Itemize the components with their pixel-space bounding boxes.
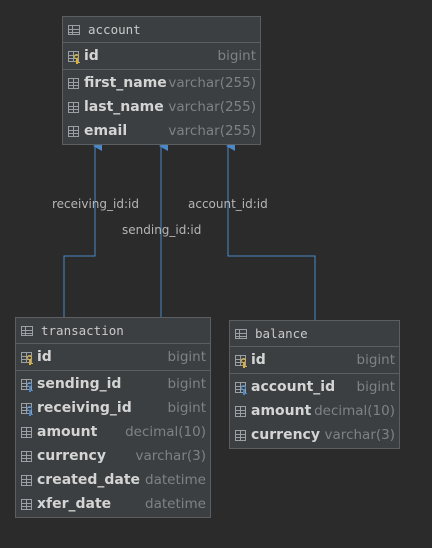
foreign-key-icon xyxy=(20,402,34,416)
table-name: balance xyxy=(255,326,308,341)
column-type: bigint xyxy=(167,400,207,416)
column-type: bigint xyxy=(167,376,207,392)
table-header[interactable]: transaction xyxy=(16,318,210,344)
column-type: varchar(3) xyxy=(324,427,395,443)
column-type: varchar(255) xyxy=(168,123,256,139)
column-row-amount[interactable]: amount decimal(10) xyxy=(16,420,210,444)
key-badge-icon xyxy=(73,53,81,64)
column-icon xyxy=(20,474,34,487)
key-badge-icon xyxy=(26,405,34,416)
column-row-id[interactable]: id bigint xyxy=(63,44,260,68)
column-type: bigint xyxy=(217,48,257,64)
column-row-id[interactable]: id bigint xyxy=(230,348,399,372)
table-grid-icon xyxy=(68,24,80,35)
key-badge-icon xyxy=(240,357,248,368)
column-name: id xyxy=(251,352,266,368)
column-name: receiving_id xyxy=(37,400,132,416)
column-icon xyxy=(20,498,34,511)
column-row-sending-id[interactable]: sending_id bigint xyxy=(16,372,210,396)
column-type: bigint xyxy=(167,349,207,365)
table-header[interactable]: account xyxy=(63,17,260,43)
column-row-email[interactable]: email varchar(255) xyxy=(63,119,260,143)
column-row-receiving-id[interactable]: receiving_id bigint xyxy=(16,396,210,420)
key-badge-icon xyxy=(26,354,34,365)
primary-key-section: id bigint xyxy=(16,344,210,370)
column-type: datetime xyxy=(145,496,206,512)
key-badge-icon xyxy=(240,384,248,395)
column-name: id xyxy=(37,349,52,365)
column-icon xyxy=(234,429,248,442)
key-badge-icon xyxy=(26,381,34,392)
column-row-id[interactable]: id bigint xyxy=(16,345,210,369)
table-name: transaction xyxy=(41,323,124,338)
column-name: amount xyxy=(251,403,312,419)
column-name: first_name xyxy=(84,75,167,91)
column-name: account_id xyxy=(251,379,336,395)
column-type: varchar(255) xyxy=(168,75,256,91)
table-name: account xyxy=(88,22,141,37)
column-name: last_name xyxy=(84,99,164,115)
relation-label-account: account_id:id xyxy=(188,197,268,211)
primary-key-icon xyxy=(234,354,248,368)
column-name: currency xyxy=(37,448,106,464)
column-row-xfer-date[interactable]: xfer_date datetime xyxy=(16,492,210,516)
primary-key-section: id bigint xyxy=(230,347,399,373)
column-name: created_date xyxy=(37,472,141,488)
foreign-key-icon xyxy=(20,378,34,392)
column-name: sending_id xyxy=(37,376,122,392)
column-type: decimal(10) xyxy=(125,424,206,440)
column-name: email xyxy=(84,123,128,139)
table-grid-icon xyxy=(21,325,33,336)
column-name: xfer_date xyxy=(37,496,112,512)
column-name: amount xyxy=(37,424,98,440)
table-header[interactable]: balance xyxy=(230,321,399,347)
column-row-currency[interactable]: currency varchar(3) xyxy=(16,444,210,468)
column-row-account-id[interactable]: account_id bigint xyxy=(230,375,399,399)
relation-label-sending: sending_id:id xyxy=(122,223,202,237)
edge-balance-to-account xyxy=(226,141,316,320)
column-type: decimal(10) xyxy=(314,403,395,419)
foreign-key-icon xyxy=(234,381,248,395)
column-icon xyxy=(20,426,34,439)
column-icon xyxy=(67,101,81,114)
column-type: varchar(3) xyxy=(135,448,206,464)
edge-receiving-to-account xyxy=(63,141,102,317)
column-type: datetime xyxy=(145,472,206,488)
table-grid-icon xyxy=(235,328,247,339)
column-icon xyxy=(67,125,81,138)
primary-key-icon xyxy=(20,351,34,365)
column-icon xyxy=(67,77,81,90)
column-type: bigint xyxy=(356,379,396,395)
column-icon xyxy=(234,405,248,418)
column-type: bigint xyxy=(356,352,396,368)
column-name: id xyxy=(84,48,99,64)
primary-key-section: id bigint xyxy=(63,43,260,69)
column-type: varchar(255) xyxy=(168,99,256,115)
primary-key-icon xyxy=(67,50,81,64)
relation-label-receiving: receiving_id:id xyxy=(52,197,139,211)
column-icon xyxy=(20,450,34,463)
column-name: currency xyxy=(251,427,320,443)
